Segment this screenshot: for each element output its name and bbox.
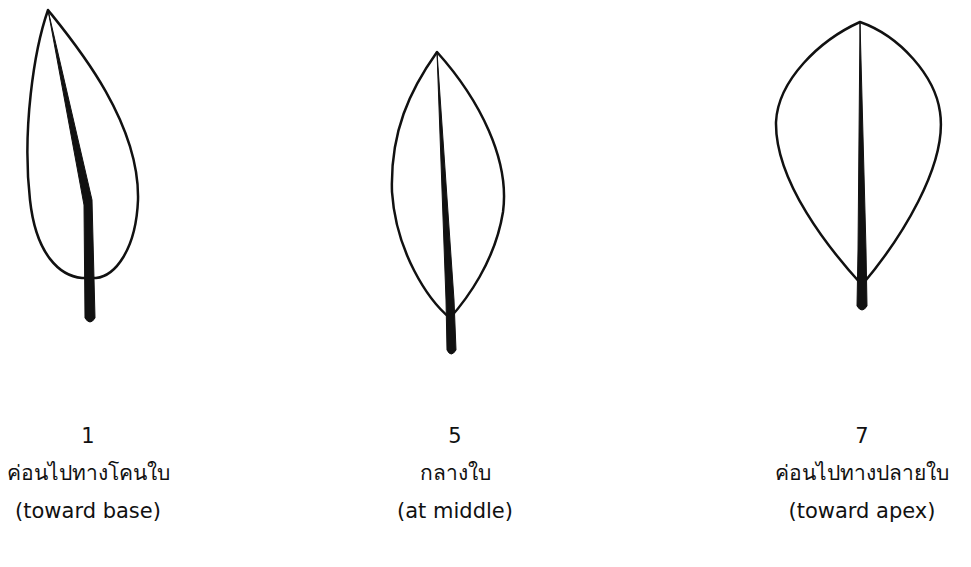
thai-caption: ค่อนไปทางปลายใบ (775, 461, 949, 486)
callout-number: 5 (448, 424, 461, 449)
midrib-petiole (437, 52, 456, 354)
thai-caption: ค่อนไปทางโคนใบ (7, 461, 170, 486)
callout-number: 7 (855, 424, 868, 449)
midrib-petiole (48, 10, 95, 322)
english-caption: (at middle) (397, 499, 513, 524)
callout-number: 1 (81, 424, 94, 449)
english-caption: (toward base) (15, 499, 161, 524)
leaf-outline (27, 10, 138, 278)
english-caption: (toward apex) (789, 499, 936, 524)
thai-caption: กลางใบ (420, 461, 491, 486)
midrib-petiole (857, 22, 867, 310)
